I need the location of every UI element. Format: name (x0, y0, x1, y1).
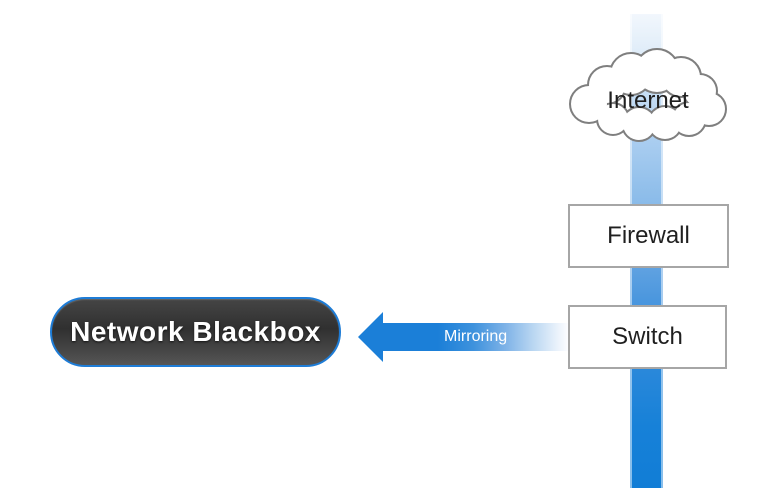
internet-label: Internet (607, 87, 689, 114)
firewall-box: Firewall (568, 204, 729, 268)
mirroring-label: Mirroring (444, 328, 508, 345)
switch-label: Switch (612, 323, 683, 350)
network-blackbox-pill: Network Blackbox (50, 297, 341, 367)
mirroring-arrow: Mirroring (358, 312, 568, 362)
internet-cloud: Internet (569, 48, 727, 142)
firewall-label: Firewall (607, 222, 690, 249)
network-blackbox-label: Network Blackbox (70, 316, 321, 347)
switch-box: Switch (568, 305, 727, 369)
